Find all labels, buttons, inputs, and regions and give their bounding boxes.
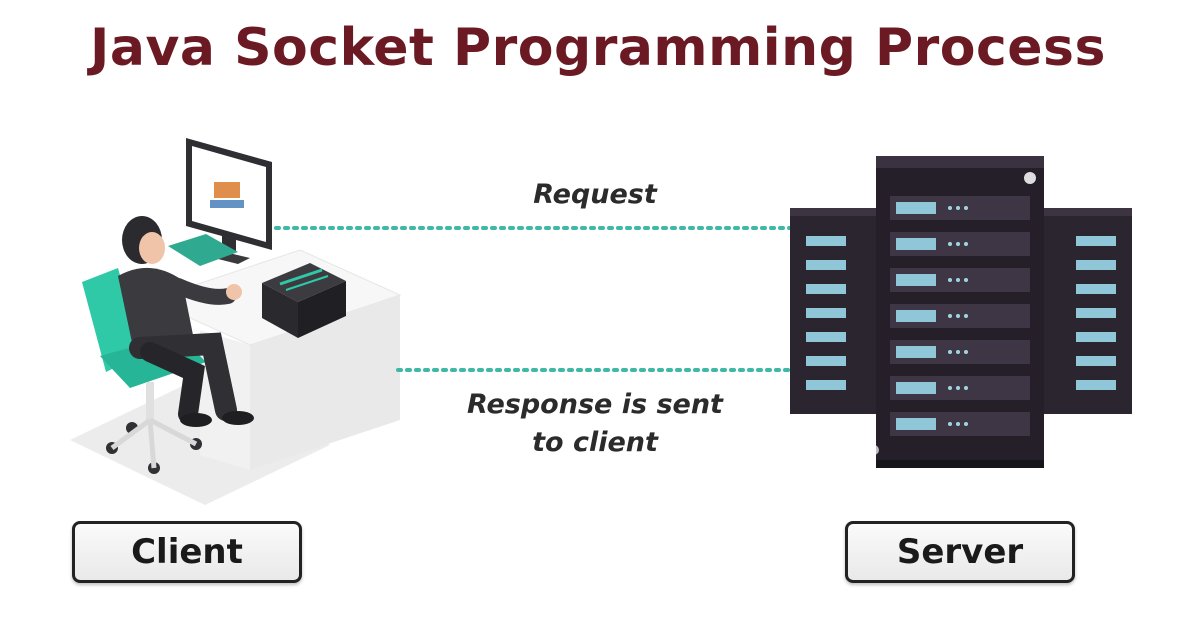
- diagram-title: Java Socket Programming Process: [90, 18, 1106, 78]
- device-box-icon: [262, 263, 346, 338]
- server-rack-icon: [790, 156, 1132, 468]
- response-label-line2: to client: [532, 427, 658, 458]
- person-icon: [118, 216, 254, 427]
- client-node-box: Client: [72, 521, 302, 583]
- server-node-label: Server: [896, 532, 1024, 572]
- request-label: Request: [480, 176, 710, 214]
- request-label-text: Request: [533, 179, 657, 210]
- response-label: Response is sent to client: [455, 386, 735, 462]
- client-node-label: Client: [131, 532, 243, 572]
- monitor-icon: [186, 138, 272, 264]
- response-label-line1: Response is sent: [467, 389, 723, 420]
- client-illustration: [70, 138, 402, 505]
- server-node-box: Server: [845, 521, 1075, 583]
